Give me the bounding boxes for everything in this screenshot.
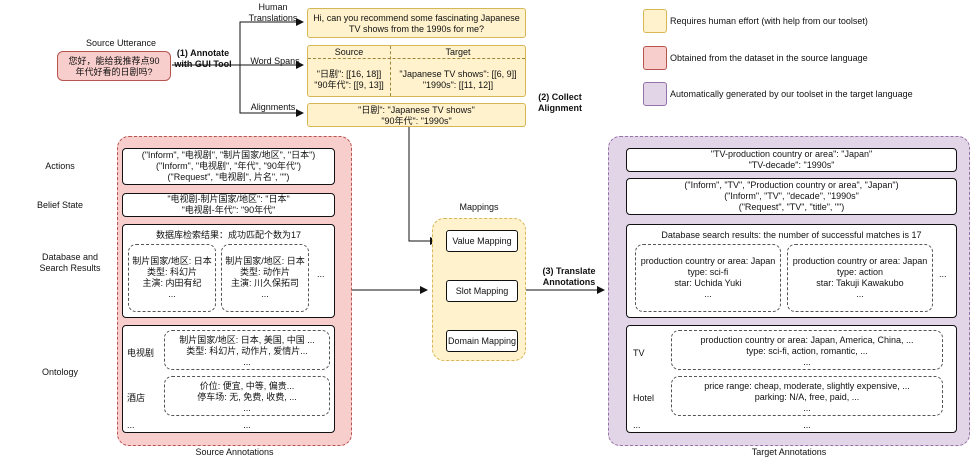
collect-alignment-label: (2) Collect Alignment bbox=[538, 92, 582, 113]
translation-line: Hi, can you recommend some fascinating J… bbox=[313, 13, 520, 23]
alignments-box: "日剧": "Japanese TV shows" "90年代": "1990s… bbox=[307, 103, 526, 127]
legend-text-dataset: Obtained from the dataset in the source … bbox=[670, 53, 868, 63]
row-label-database: Database and Search Results bbox=[39, 252, 101, 273]
target-ontology-domain: TV bbox=[633, 348, 645, 358]
word-spans-box: Source Target "日剧": [[16, 18]] "90年代": [… bbox=[307, 45, 526, 97]
source-ontology-values: 价位: 便宜, 中等, 偏贵... 停车场: 无, 免费, 收费, ... ..… bbox=[164, 376, 330, 416]
target-header: Target bbox=[445, 47, 471, 57]
target-ontology-domain: Hotel bbox=[633, 393, 655, 403]
alignment-line: "日剧": "Japanese TV shows" bbox=[358, 105, 475, 115]
source-ontology-domain: 酒店 bbox=[127, 393, 146, 403]
row-label-belief-state: Belief State bbox=[36, 200, 84, 210]
legend-swatch-dataset bbox=[643, 46, 667, 70]
target-ontology-more: ... bbox=[803, 420, 811, 430]
target-ontology-values: production country or area: Japan, Ameri… bbox=[671, 330, 943, 370]
target-belief-box: "TV-production country or area": "Japan"… bbox=[626, 148, 957, 172]
translate-annotations-label: (3) Translate Annotations bbox=[542, 266, 596, 287]
legend-text-auto: Automatically generated by our toolset i… bbox=[670, 89, 913, 99]
target-belief-line: "TV-production country or area": "Japan" bbox=[710, 149, 873, 159]
target-actions-box: ("Inform", "TV", "Production country or … bbox=[626, 178, 957, 215]
target-ontology-box: TV production country or area: Japan, Am… bbox=[626, 325, 957, 433]
target-database-box: Database search results: the number of s… bbox=[626, 224, 957, 318]
source-database-box: 数据库检索结果：成功匹配个数为17 制片国家/地区: 日本 类型: 科幻片 主演… bbox=[122, 224, 335, 318]
source-ontology-more: ... bbox=[127, 420, 135, 430]
source-belief-box: "电视剧-制片国家/地区": "日本" "电视剧-年代": "90年代" bbox=[122, 193, 335, 217]
target-db-card: production country or area: Japan type: … bbox=[635, 244, 781, 312]
row-label-actions: Actions bbox=[45, 161, 75, 171]
legend-swatch-auto bbox=[643, 82, 667, 106]
source-spans: "日剧": [[16, 18]] "90年代": [[9, 13]] bbox=[314, 69, 384, 90]
legend-text-human: Requires human effort (with help from ou… bbox=[670, 16, 868, 26]
row-label-ontology: Ontology bbox=[41, 367, 79, 377]
target-annotations-caption: Target Annotations bbox=[751, 447, 827, 457]
target-action-line: ("Inform", "TV", "Production country or … bbox=[684, 180, 899, 190]
source-header: Source bbox=[334, 47, 364, 57]
mappings-title: Mappings bbox=[459, 202, 499, 212]
source-action-line: ("Inform", "电视剧", "年代", "90年代") bbox=[155, 161, 302, 171]
target-belief-line: "TV-decade": "1990s" bbox=[748, 160, 835, 170]
legend-swatch-human bbox=[643, 9, 667, 33]
alignment-line: "90年代": "1990s" bbox=[381, 116, 452, 126]
source-ontology-more: ... bbox=[243, 420, 251, 430]
target-spans: "Japanese TV shows": [[6, 9]] "1990s": [… bbox=[399, 69, 517, 90]
source-db-more: ... bbox=[317, 269, 325, 279]
source-action-line: ("Request", "电视剧", 片名", "") bbox=[167, 172, 290, 182]
source-ontology-domain: 电视剧 bbox=[127, 348, 155, 358]
source-utterance-box: 您好，能给我推荐点90 年代好看的日剧吗? bbox=[57, 51, 171, 81]
target-db-title: Database search results: the number of s… bbox=[661, 230, 922, 240]
slot-mapping-box: Slot Mapping bbox=[446, 280, 518, 302]
source-ontology-values: 制片国家/地区: 日本, 美国, 中国 ... 类型: 科幻片, 动作片, 爱情… bbox=[164, 330, 330, 370]
source-utterance-line: 年代好看的日剧吗? bbox=[75, 67, 153, 77]
target-ontology-more: ... bbox=[633, 420, 641, 430]
source-ontology-box: 电视剧 制片国家/地区: 日本, 美国, 中国 ... 类型: 科幻片, 动作片… bbox=[122, 325, 335, 433]
arrow-to-value-mapping bbox=[408, 127, 438, 245]
translation-box: Hi, can you recommend some fascinating J… bbox=[307, 8, 526, 38]
source-utterance-label: Source Utterance bbox=[85, 38, 157, 48]
word-spans-label: Word Spans bbox=[250, 56, 300, 66]
source-db-title: 数据库检索结果：成功匹配个数为17 bbox=[155, 230, 301, 240]
target-db-card: production country or area: Japan type: … bbox=[787, 244, 933, 312]
source-db-card: 制片国家/地区: 日本 类型: 科幻片 主演: 内田有纪 ... bbox=[128, 244, 216, 312]
domain-mapping-box: Domain Mapping bbox=[446, 330, 518, 352]
value-mapping-box: Value Mapping bbox=[446, 230, 518, 252]
target-ontology-values: price range: cheap, moderate, slightly e… bbox=[671, 376, 943, 416]
target-db-more: ... bbox=[939, 269, 947, 279]
target-action-line: ("Inform", "TV", "decade", "1990s" bbox=[724, 191, 859, 201]
source-db-card: 制片国家/地区: 日本 类型: 动作片 主演: 川久保拓司 ... bbox=[221, 244, 309, 312]
translation-line: TV shows from the 1990s for me? bbox=[348, 24, 485, 34]
annotate-label: (1) Annotate with GUI Tool bbox=[174, 48, 232, 69]
target-action-line: ("Request", "TV", "title", "") bbox=[738, 202, 845, 212]
source-action-line: ("Inform", "电视剧", "制片国家/地区", "日本") bbox=[141, 150, 316, 160]
source-utterance-line: 您好，能给我推荐点90 bbox=[68, 56, 160, 66]
arrow-to-translation bbox=[239, 18, 304, 65]
source-belief-line: "电视剧-制片国家/地区": "日本" bbox=[167, 194, 290, 204]
source-annotations-caption: Source Annotations bbox=[195, 447, 274, 457]
arrow-to-alignments bbox=[239, 65, 304, 117]
human-translations-label: Human Translations bbox=[248, 2, 298, 23]
alignments-label: Alignments bbox=[250, 102, 296, 112]
source-belief-line: "电视剧-年代": "90年代" bbox=[181, 205, 276, 215]
source-actions-box: ("Inform", "电视剧", "制片国家/地区", "日本") ("Inf… bbox=[122, 148, 335, 185]
